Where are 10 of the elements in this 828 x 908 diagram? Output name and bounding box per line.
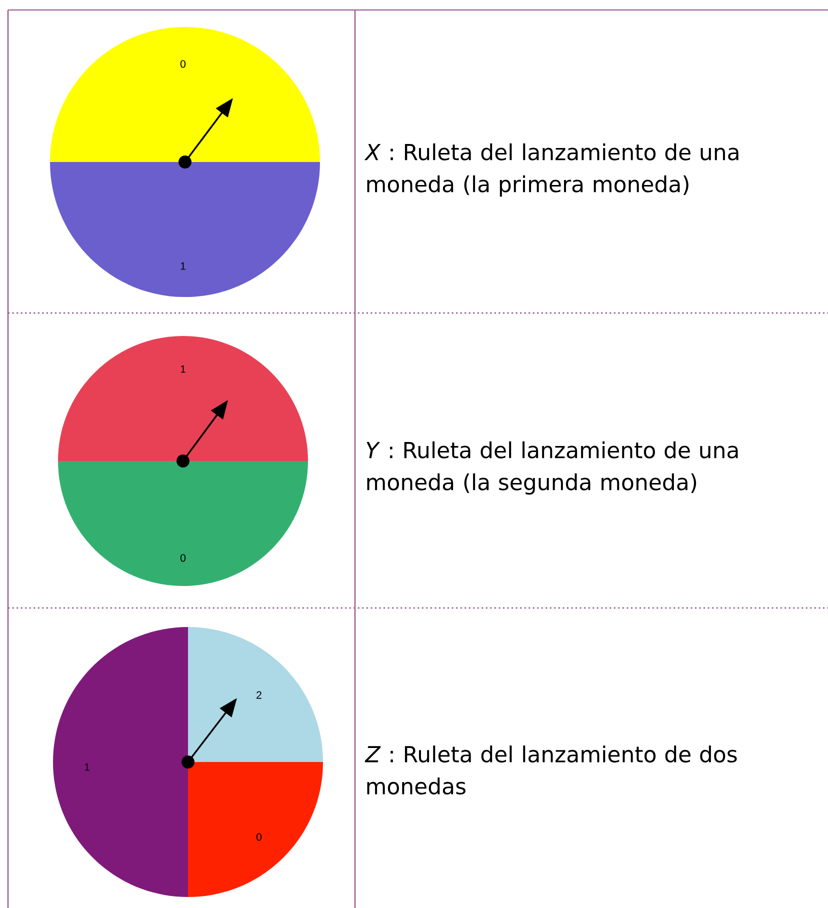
- spinner-sector: 1: [53, 627, 188, 897]
- spinner-sector: 1: [58, 336, 308, 461]
- spinner-sector: 0: [50, 27, 320, 162]
- spinner-description: Z : Ruleta del lanzamiento de dos monedas: [364, 746, 737, 795]
- spinner-description: Y : Ruleta del lanzamiento de una moneda (la segunda moneda): [366, 441, 738, 495]
- spinner-sector: 1: [50, 162, 320, 297]
- spinner-sector: 0: [188, 762, 323, 897]
- spinner-sector: 2: [188, 627, 323, 762]
- spinner-description: X : Ruleta del lanzamiento de una moneda (la primera moneda): [364, 143, 738, 197]
- spinner-sector: 0: [58, 461, 308, 586]
